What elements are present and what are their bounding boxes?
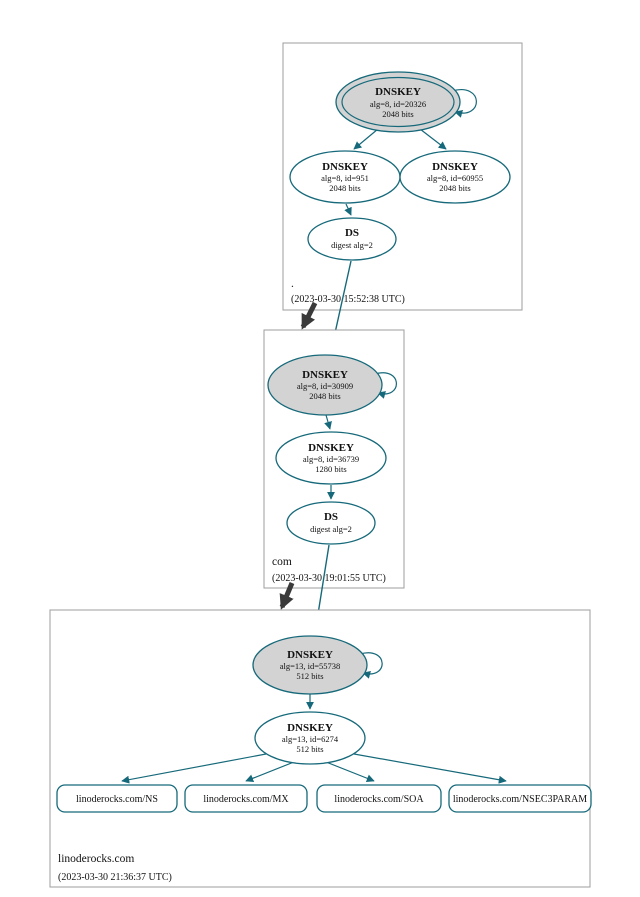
edge-root-ksk-to-zsk (353, 128, 379, 150)
rrset-mx-box (184, 784, 308, 813)
node-root-zsk: DNSKEY alg=8, id=951 2048 bits (289, 150, 401, 204)
root-ksk-detail2: 2048 bits (382, 109, 413, 119)
node-linoderocks-zsk: DNSKEY alg=13, id=6274 512 bits (254, 711, 366, 765)
zone-root-label: . (291, 278, 294, 290)
root-ds-ellipse (307, 217, 397, 261)
linoderocks-zsk-detail2: 512 bits (296, 744, 323, 754)
root-ksk-title: DNSKEY (375, 86, 421, 98)
node-com-ds: DS digest alg=2 (286, 501, 376, 545)
com-ksk-detail2: 2048 bits (309, 391, 340, 401)
edge-zsk-to-rrset-soa (325, 761, 375, 783)
linoderocks-ksk-title: DNSKEY (287, 649, 333, 661)
rrset-soa-box (316, 784, 442, 813)
rrset-nsec3param: linoderocks.com/NSEC3PARAM (448, 784, 592, 813)
edge-zsk-to-rrset-ns (121, 753, 267, 784)
com-ksk-title: DNSKEY (302, 369, 348, 381)
com-ds-title: DS (324, 511, 338, 523)
root-ksk-inner-ellipse (341, 76, 455, 128)
rrset-nsec3param-box (448, 784, 592, 813)
linoderocks-ksk-detail2: 512 bits (296, 671, 323, 681)
com-zsk-title: DNSKEY (308, 442, 354, 454)
root-dnskey60955-ellipse (399, 150, 511, 204)
zone-root: DNSKEY alg=8, id=20326 2048 bits DNSKEY … (282, 42, 523, 311)
root-zsk-detail2: 2048 bits (329, 183, 360, 193)
zone-linoderocks-timestamp: (2023-03-30 21:36:37 UTC) (58, 872, 172, 883)
root-zsk-detail1: alg=8, id=951 (321, 173, 369, 183)
rrset-mx: linoderocks.com/MX (184, 784, 308, 813)
edge-root-zsk-to-ds (344, 203, 352, 216)
zone-com-timestamp: (2023-03-30 19:01:55 UTC) (272, 573, 386, 584)
linoderocks-zsk-detail1: alg=13, id=6274 (282, 734, 339, 744)
com-zsk-detail2: 1280 bits (315, 464, 346, 474)
com-zsk-detail1: alg=8, id=36739 (303, 454, 359, 464)
edge-zsk-to-rrset-mx (245, 761, 295, 783)
linoderocks-zsk-title: DNSKEY (287, 722, 333, 734)
rrset-mx-label: linoderocks.com/MX (203, 794, 289, 805)
rrset-nsec3param-label: linoderocks.com/NSEC3PARAM (453, 794, 587, 805)
root-ksk-ellipse (335, 71, 461, 133)
rrset-soa-label: linoderocks.com/SOA (334, 794, 424, 805)
zone-com-label: com (272, 556, 292, 568)
com-ds-ellipse (286, 501, 376, 545)
node-com-ksk: DNSKEY alg=8, id=30909 2048 bits (267, 354, 383, 416)
node-com-zsk: DNSKEY alg=8, id=36739 1280 bits (275, 431, 387, 485)
root-dnskey60955-title: DNSKEY (432, 161, 478, 173)
com-ksk-ellipse (267, 354, 383, 416)
edge-com-ksk-to-zsk (324, 414, 332, 430)
node-root-ds: DS digest alg=2 (307, 217, 397, 261)
rrset-ns-label: linoderocks.com/NS (76, 794, 158, 805)
edge-linoderocks-ksk-selfsign (359, 652, 383, 679)
edge-com-ksk-selfsign (374, 372, 397, 399)
zone-com: DNSKEY alg=8, id=30909 2048 bits DNSKEY … (263, 329, 405, 589)
node-linoderocks-ksk: DNSKEY alg=13, id=55738 512 bits (252, 635, 368, 695)
linoderocks-ksk-detail1: alg=13, id=55738 (280, 661, 341, 671)
root-dnskey60955-detail1: alg=8, id=60955 (427, 173, 483, 183)
com-ksk-detail1: alg=8, id=30909 (297, 381, 353, 391)
root-dnskey60955-detail2: 2048 bits (439, 183, 470, 193)
zone-root-timestamp: (2023-03-30 15:52:38 UTC) (291, 294, 405, 305)
root-zsk-title: DNSKEY (322, 161, 368, 173)
edge-root-ksk-selfsign (451, 89, 477, 118)
com-ds-detail1: digest alg=2 (310, 524, 352, 534)
root-ksk-detail1: alg=8, id=20326 (370, 99, 426, 109)
linoderocks-ksk-ellipse (252, 635, 368, 695)
rrset-ns-box (56, 784, 178, 813)
delegation-arrow-root-to-com (300, 301, 318, 330)
zone-linoderocks: DNSKEY alg=13, id=55738 512 bits DNSKEY … (49, 609, 592, 888)
root-ds-title: DS (345, 227, 359, 239)
edge-root-ksk-to-dnskey60955 (419, 128, 447, 150)
rrset-soa: linoderocks.com/SOA (316, 784, 442, 813)
edge-zsk-to-rrset-nsec3param (353, 753, 507, 784)
rrset-ns: linoderocks.com/NS (56, 784, 178, 813)
delegation-arrow-com-to-linoderocks (279, 582, 295, 610)
com-zsk-ellipse (275, 431, 387, 485)
zone-linoderocks-label: linoderocks.com (58, 853, 134, 865)
node-root-ksk: DNSKEY alg=8, id=20326 2048 bits (335, 71, 461, 133)
linoderocks-zsk-ellipse (254, 711, 366, 765)
root-ds-detail1: digest alg=2 (331, 240, 373, 250)
node-root-dnskey-60955: DNSKEY alg=8, id=60955 2048 bits (399, 150, 511, 204)
